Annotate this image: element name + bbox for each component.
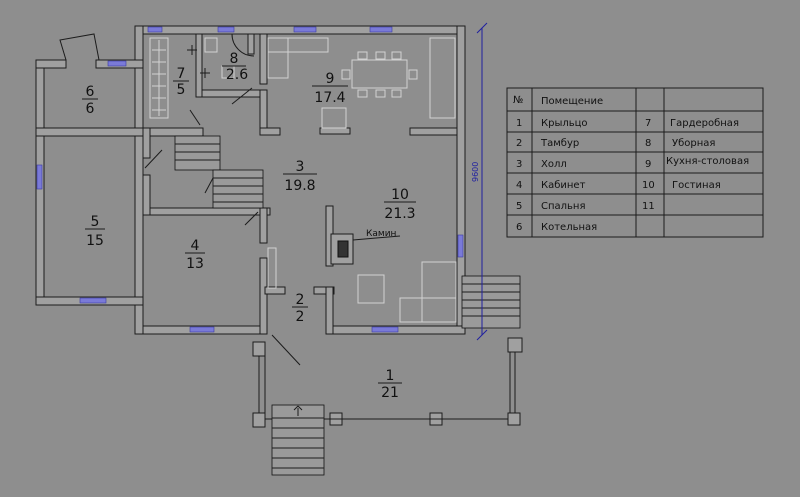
fireplace: [330, 233, 401, 265]
svg-text:4: 4: [191, 238, 200, 254]
fireplace-label: Камин: [366, 229, 397, 239]
table-cell-num: 4: [516, 180, 522, 191]
svg-text:5: 5: [177, 82, 186, 98]
room-label-9: 9 17.4: [312, 71, 348, 106]
svg-text:3: 3: [296, 159, 305, 175]
porch-steps-side: [461, 275, 521, 329]
table-cell-name: Крыльцо: [541, 118, 588, 129]
table-cell-name: Уборная: [672, 138, 715, 149]
table-cell-name: Гостиная: [672, 180, 721, 191]
table-header-room: Помещение: [541, 96, 603, 107]
table-cell-num: 5: [516, 201, 522, 212]
interior-walls: [142, 33, 458, 335]
svg-text:10: 10: [391, 187, 409, 203]
room-label-3: 3 19.8: [283, 159, 317, 194]
svg-text:8: 8: [230, 51, 239, 67]
table-cell-num: 9: [645, 159, 651, 170]
room-labels: 1 21 2 2 3 19.8 4 13 5 15 6 6: [82, 51, 416, 401]
table-cell-name: Холл: [541, 159, 567, 170]
svg-text:19.8: 19.8: [284, 178, 315, 194]
kitchen-furniture: [267, 37, 456, 129]
table-cell-num: 2: [516, 138, 522, 149]
windows: [36, 26, 464, 333]
interior-stair: [174, 135, 264, 209]
table-cell-name: Спальня: [541, 201, 586, 212]
svg-text:21.3: 21.3: [384, 206, 415, 222]
dimension-text: 9600: [471, 162, 480, 182]
table-cell-name: Кухня-столовая: [666, 156, 749, 167]
living-room-furniture: [267, 247, 457, 323]
svg-text:21: 21: [381, 385, 399, 401]
table-cell-name: Кабинет: [541, 180, 586, 191]
room-label-2: 2 2: [292, 292, 308, 325]
table-cell-num: 8: [645, 138, 651, 149]
svg-text:6: 6: [86, 101, 95, 117]
room-label-8: 8 2.6: [222, 51, 248, 83]
table-cell-num: 10: [642, 180, 655, 191]
svg-text:5: 5: [91, 214, 100, 230]
room-label-7: 7 5: [173, 66, 189, 98]
table-cell-name: Тамбур: [540, 138, 579, 149]
room-label-5: 5 15: [85, 214, 105, 249]
door-swings: [144, 33, 301, 366]
table-cell-num: 3: [516, 159, 522, 170]
room-label-1: 1 21: [378, 368, 402, 401]
svg-text:9: 9: [326, 71, 335, 87]
wardrobe-shelves: [149, 37, 169, 119]
canopy-outline: [59, 33, 100, 61]
svg-text:2: 2: [296, 292, 305, 308]
room-label-10: 10 21.3: [384, 187, 416, 222]
table-cell-name: Котельная: [541, 222, 597, 233]
porch-steps-front: [271, 404, 325, 476]
svg-text:2.6: 2.6: [226, 67, 248, 83]
table-cell-name: Гардеробная: [670, 118, 739, 129]
svg-text:7: 7: [177, 66, 186, 82]
table-cell-num: 7: [645, 118, 651, 129]
table-cell-num: 11: [642, 201, 655, 212]
svg-text:2: 2: [296, 309, 305, 325]
svg-text:1: 1: [386, 368, 395, 384]
table-header-num: №: [513, 95, 523, 106]
table-cell-num: 1: [516, 118, 522, 129]
table-cell-num: 6: [516, 222, 522, 233]
svg-text:13: 13: [186, 256, 204, 272]
svg-text:17.4: 17.4: [314, 90, 345, 106]
svg-text:15: 15: [86, 233, 104, 249]
room-label-4: 4 13: [185, 238, 205, 272]
dimension-9600: 9600: [471, 22, 488, 341]
toilet-fixtures: [187, 37, 235, 79]
room-schedule-table: № Помещение 1 Крыльцо 2 Тамбур 3 Холл 4 …: [506, 87, 764, 238]
svg-text:6: 6: [86, 84, 95, 100]
room-label-6: 6 6: [82, 84, 98, 117]
